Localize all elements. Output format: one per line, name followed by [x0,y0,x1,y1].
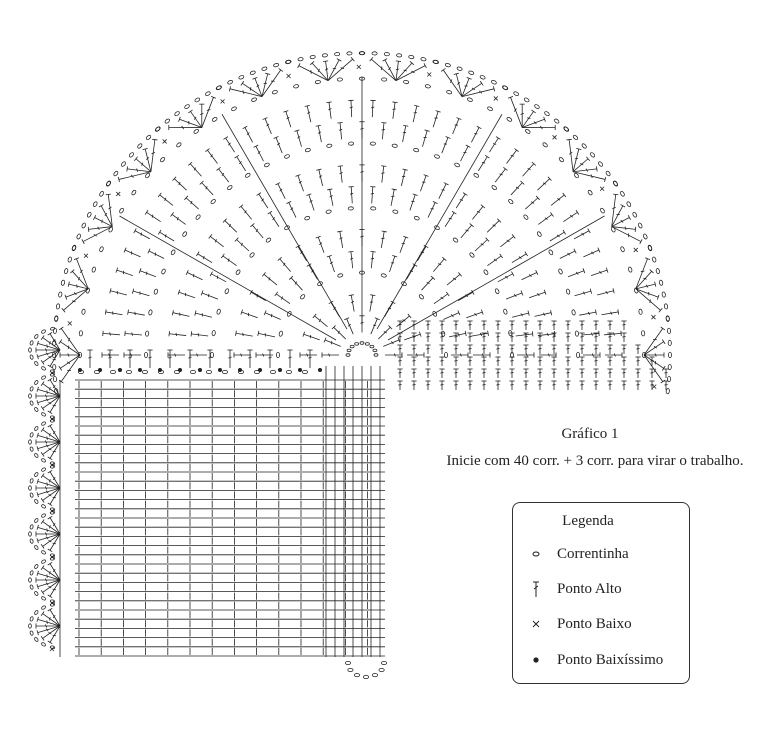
legend-item-double-crochet: Ponto Alto [527,578,622,600]
fan-section [51,51,673,395]
legend-label: Ponto Baixíssimo [557,651,664,668]
legend-label: Ponto Baixo [557,615,632,632]
left-border-scallops [28,326,61,652]
chart-title: Gráfico 1 [561,426,619,442]
legend-item-single-crochet: Ponto Baixo [527,613,632,635]
chain-stitch-icon [527,550,545,558]
single-crochet-icon [527,619,545,629]
legend-item-chain: Correntinha [527,543,629,565]
double-crochet-icon [527,580,545,598]
slip-stitch-icon [527,656,545,664]
legend-label: Correntinha [557,545,629,562]
legend-label: Ponto Alto [557,580,622,597]
legend-item-slip-stitch: Ponto Baixíssimo [527,649,663,671]
legend-title: Legenda [562,513,614,529]
chart-instruction: Inicie com 40 corr. + 3 corr. para virar… [446,453,744,469]
legend-box: Legenda Correntinha Ponto Alto Ponto Bai… [512,502,690,684]
filet-grid [59,349,387,680]
